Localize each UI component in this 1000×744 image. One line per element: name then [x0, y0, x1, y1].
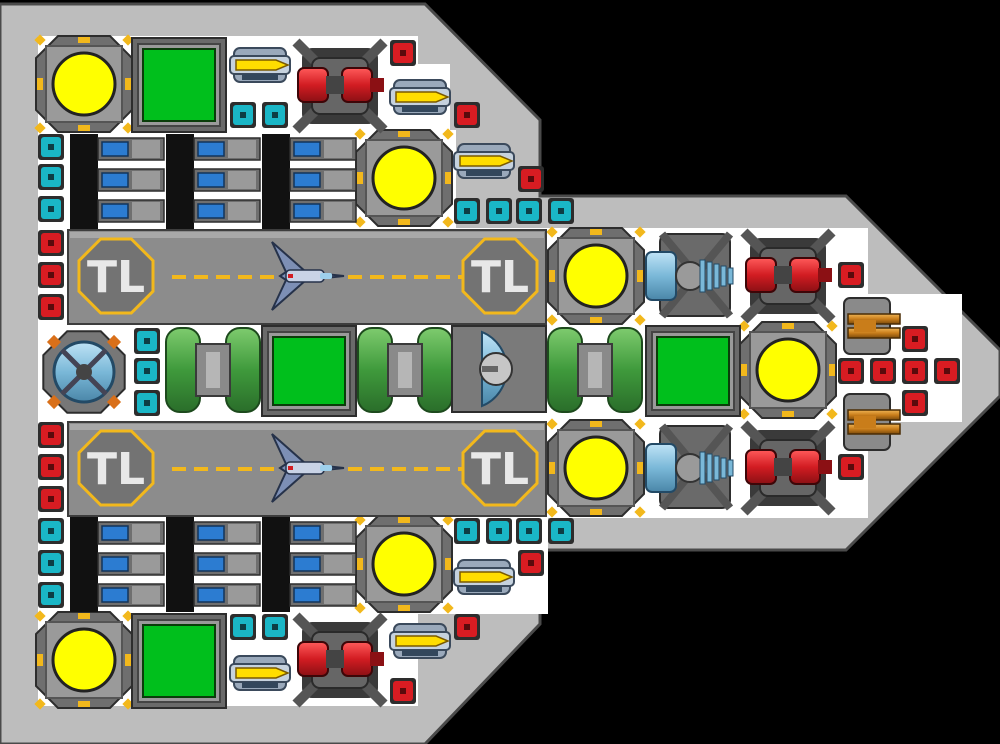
ammo-crate [838, 358, 864, 384]
missile-launcher [389, 623, 451, 659]
reactor-module [34, 34, 134, 134]
missile-launcher [453, 143, 515, 179]
shield-cell [486, 518, 512, 544]
shield-cell [38, 518, 64, 544]
missile-launcher [453, 559, 515, 595]
reactor-module [546, 418, 646, 518]
battery-rack [97, 521, 165, 607]
fighter-craft [271, 241, 345, 311]
ammo-crate [902, 390, 928, 416]
ammo-crate [838, 262, 864, 288]
twin-cannon-turret [740, 228, 836, 324]
cargo-storage-module [261, 325, 357, 417]
twin-cannon-turret [292, 612, 388, 708]
shield-cell [134, 390, 160, 416]
ion-thruster [645, 231, 734, 319]
ammo-crate [390, 678, 416, 704]
ion-thruster [645, 423, 734, 511]
shield-cell [548, 518, 574, 544]
shield-cell [516, 518, 542, 544]
ammo-crate [38, 262, 64, 288]
cargo-storage-module [131, 37, 227, 133]
shield-cell [134, 328, 160, 354]
ammo-crate [38, 294, 64, 320]
airlock-hatch: TL [77, 429, 155, 507]
fuel-tank [357, 327, 453, 413]
airlock-hatch: TL [77, 237, 155, 315]
ammo-crate [38, 454, 64, 480]
shield-cell [230, 102, 256, 128]
ammo-crate [38, 486, 64, 512]
battery-rack [193, 521, 261, 607]
shield-cell [38, 550, 64, 576]
missile-launcher [389, 79, 451, 115]
ammo-crate [838, 454, 864, 480]
shield-cell [38, 582, 64, 608]
pad-label: TL [87, 444, 145, 495]
shield-cell [262, 102, 288, 128]
airlock-hatch: TL [461, 237, 539, 315]
shield-cell [262, 614, 288, 640]
ammo-crate [518, 550, 544, 576]
shield-cell [38, 164, 64, 190]
reactor-module [34, 610, 134, 710]
pad-label: TL [471, 252, 529, 303]
cargo-storage-module [645, 325, 741, 417]
fuel-tank [165, 327, 261, 413]
battery-rack [193, 137, 261, 223]
shield-cell [134, 358, 160, 384]
fuel-tank [547, 327, 643, 413]
ammo-crate [454, 614, 480, 640]
twin-cannon-turret [292, 38, 388, 134]
pad-label: TL [471, 444, 529, 495]
missile-launcher [229, 655, 291, 691]
ammo-crate [38, 422, 64, 448]
airlock-hatch [42, 330, 126, 414]
ammo-crate [38, 230, 64, 256]
shield-cell [516, 198, 542, 224]
ammo-crate [902, 326, 928, 352]
ammo-crate [454, 102, 480, 128]
fighter-craft [271, 433, 345, 503]
battery-rack [97, 137, 165, 223]
missile-launcher [229, 47, 291, 83]
reactor-module [546, 226, 646, 326]
ship-modules: TL TL TL TL [34, 34, 960, 710]
reactor-module [354, 514, 454, 614]
battery-rack [289, 137, 357, 223]
pad-label: TL [87, 252, 145, 303]
ammo-crate [518, 166, 544, 192]
ammo-crate [870, 358, 896, 384]
ammo-crate [390, 40, 416, 66]
twin-cannon-turret [740, 420, 836, 516]
reactor-module [738, 320, 838, 420]
autocannon [843, 297, 901, 355]
autocannon [843, 393, 901, 451]
shield-cell [38, 134, 64, 160]
cargo-storage-module [131, 613, 227, 709]
shield-cell [486, 198, 512, 224]
shield-cell [454, 198, 480, 224]
airlock-hatch: TL [461, 429, 539, 507]
shield-cell [230, 614, 256, 640]
shield-cell [38, 196, 64, 222]
ammo-crate [934, 358, 960, 384]
shield-cell [548, 198, 574, 224]
shield-cell [454, 518, 480, 544]
reactor-module [354, 128, 454, 228]
ammo-crate [902, 358, 928, 384]
command-bridge [451, 325, 547, 413]
battery-rack [289, 521, 357, 607]
